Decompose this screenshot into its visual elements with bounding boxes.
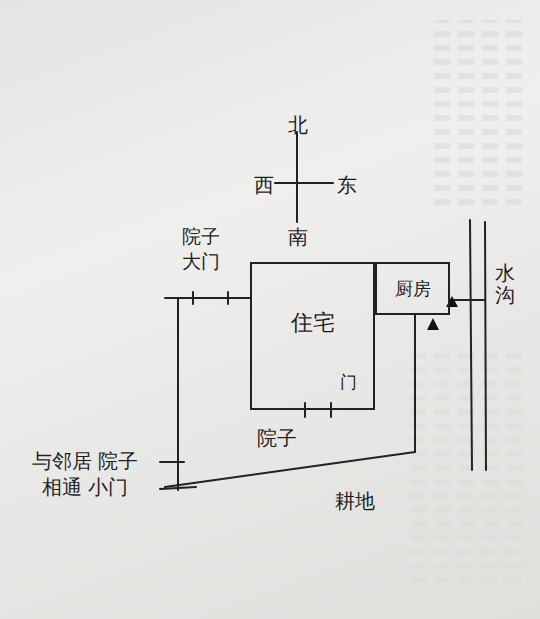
- courtyard-wall: [165, 452, 415, 487]
- gate-label: 院子 大门: [176, 224, 226, 273]
- courtyard-wall: [177, 298, 179, 490]
- node-title: 住宅: [291, 308, 335, 338]
- compass-line: [296, 132, 298, 222]
- node-title: 厨房: [395, 277, 431, 301]
- compass-south: 南: [286, 224, 310, 250]
- compass-west: 西: [252, 172, 276, 198]
- paper-texture: [430, 20, 530, 210]
- door-tick: [304, 403, 306, 417]
- field-label: 耕地: [330, 488, 380, 514]
- ditch-line: [485, 222, 486, 470]
- ditch-line: [470, 220, 472, 470]
- kitchen-box: 厨房: [375, 262, 450, 315]
- drain-line: [450, 299, 485, 301]
- marker-triangle: [427, 318, 439, 330]
- courtyard-wall: [192, 292, 194, 304]
- compass-line: [275, 182, 333, 184]
- paper-texture: [410, 350, 530, 590]
- compass-north: 北: [286, 112, 310, 138]
- compass-east: 东: [335, 172, 359, 198]
- door-tick: [160, 461, 184, 463]
- courtyard-wall: [414, 315, 416, 452]
- node-title: 院子: [257, 425, 297, 452]
- courtyard-region: 院子 住宅 厨房: [165, 255, 455, 495]
- door-label: 门: [337, 371, 359, 393]
- courtyard-wall: [227, 292, 229, 304]
- door-tick: [330, 403, 332, 417]
- neighbour-door-label: 与邻居 院子相通 小门: [22, 448, 148, 500]
- ditch-label: 水沟: [495, 262, 515, 306]
- marker-triangle: [446, 296, 458, 307]
